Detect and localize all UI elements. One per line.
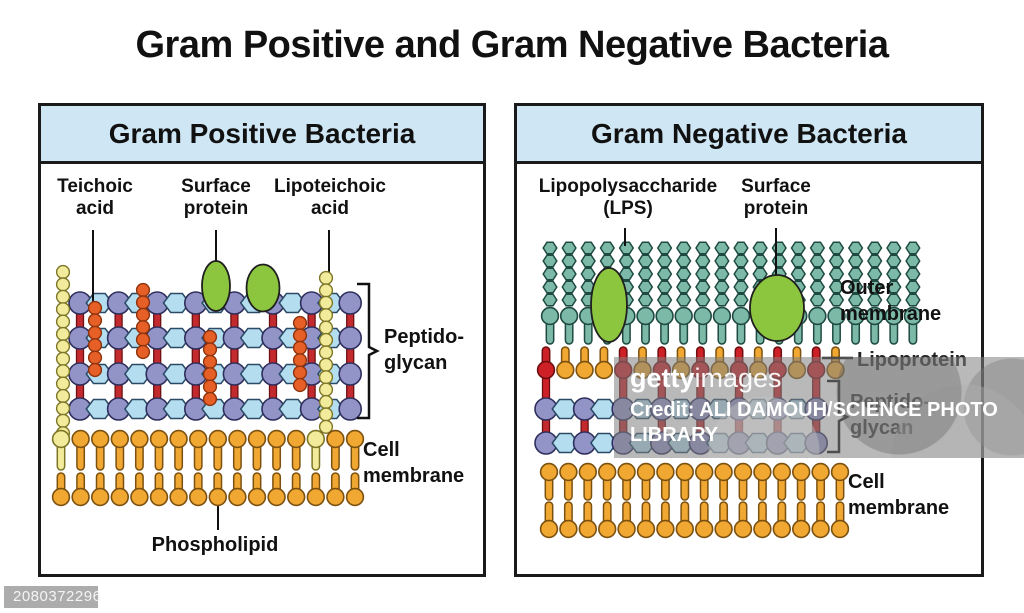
label-cell-membrane-gn: Cell membrane	[848, 471, 950, 519]
image-id-badge: 2080372296	[4, 586, 101, 608]
label-cell-membrane-gp: Cell membrane	[363, 439, 465, 487]
label-surface-protein-gn: Surface protein	[741, 176, 811, 219]
label-phospholipid: Phospholipid	[151, 534, 279, 556]
page-title: Gram Positive and Gram Negative Bacteria	[135, 24, 890, 66]
getty-logo: gettyimages	[630, 363, 782, 393]
gram-negative-panel-title: Gram Negative Bacteria	[517, 106, 981, 164]
label-peptidoglycan-gp: Peptido- glycan	[384, 326, 464, 374]
getty-watermark: gettyimages Credit: ALI DAMOUH/SCIENCE P…	[614, 357, 1024, 458]
label-lps: Lipopolysaccharide (LPS)	[538, 176, 718, 219]
label-surface-protein-gp: Surface protein	[181, 176, 251, 219]
label-teichoic-acid: Teichoic acid	[57, 176, 133, 219]
label-lipoteichoic-acid: Lipoteichoic acid	[274, 176, 386, 219]
watermark-credit: Credit: ALI DAMOUH/SCIENCE PHOTO LIBRARY	[630, 399, 998, 446]
gram-positive-panel-title: Gram Positive Bacteria	[41, 106, 483, 164]
label-outer-membrane: Outer membrane	[840, 277, 942, 325]
